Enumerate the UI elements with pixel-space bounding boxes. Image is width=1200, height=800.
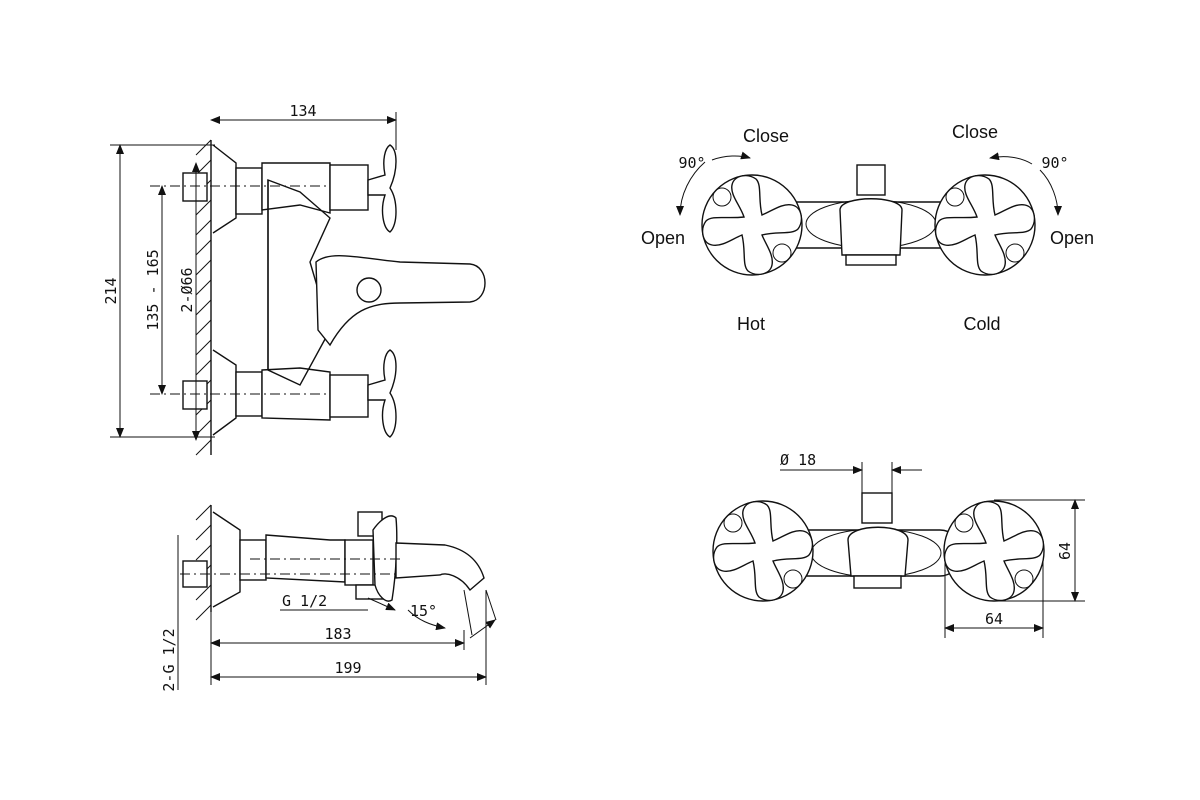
handle-cold [934, 174, 1036, 276]
escutcheon-bottom [212, 349, 237, 436]
cross-handle-side [372, 515, 398, 602]
dim-199: 199 [334, 659, 361, 677]
valve-top [329, 164, 369, 211]
valve-bottom [329, 374, 369, 418]
label-hot: Hot [737, 314, 765, 334]
inlet-nut-top [182, 172, 208, 202]
bottom-spout [847, 526, 909, 577]
top-view: Close Close Open Open Hot Cold 90° 90° [641, 122, 1094, 334]
dim-183: 183 [324, 625, 351, 643]
label-angle-right: 90° [1041, 154, 1068, 172]
aerator [845, 254, 897, 266]
dim-diameter-18: Ø 18 [780, 451, 816, 469]
label-close-left: Close [743, 126, 789, 146]
body-upper [261, 162, 331, 214]
spout-side [395, 542, 485, 592]
top-spout [839, 198, 903, 256]
escutcheon-top [212, 144, 237, 234]
handle-bottom-right [943, 500, 1045, 602]
label-close-right: Close [952, 122, 998, 142]
dim-64-h: 64 [1056, 542, 1074, 560]
inlet-nut-bottom [182, 380, 208, 410]
handle-bottom-left [712, 500, 814, 602]
dim-diameter: 2-Ø66 [178, 267, 196, 312]
diverter-knob [356, 277, 382, 303]
handle-hot [701, 174, 803, 276]
front-view: 134 214 135 - 165 2-Ø66 [102, 102, 486, 456]
label-angle-left: 90° [678, 154, 705, 172]
cross-handle-bottom [367, 349, 397, 438]
label-open-left: Open [641, 228, 685, 248]
dim-angle: 15° [410, 602, 437, 620]
dim-spacing: 135 - 165 [144, 249, 162, 330]
bottom-view: Ø 18 64 64 [712, 451, 1085, 638]
side-view: G 1/2 15° 183 199 2-G 1/2 [160, 504, 497, 692]
dim-214: 214 [102, 277, 120, 304]
label-open-right: Open [1050, 228, 1094, 248]
dim-inlet-thread: 2-G 1/2 [160, 628, 178, 691]
dim-134: 134 [289, 102, 316, 120]
top-diverter [856, 164, 886, 196]
spout [315, 254, 486, 347]
dim-thread-side: G 1/2 [282, 592, 327, 610]
dim-64-w: 64 [985, 610, 1003, 628]
cross-handle-top [367, 144, 397, 233]
label-cold: Cold [963, 314, 1000, 334]
